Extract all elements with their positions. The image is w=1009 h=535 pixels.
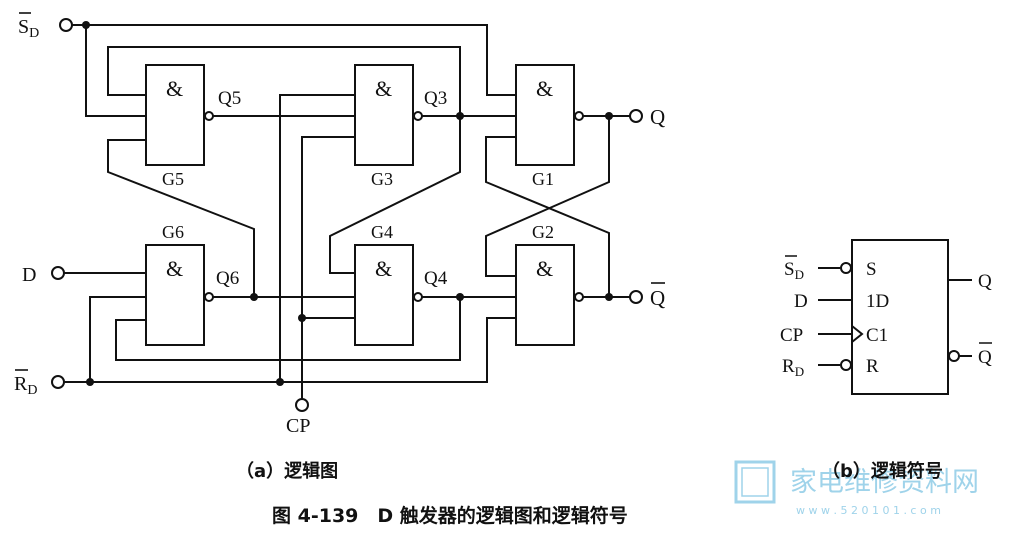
- logic-symbol-labels: SD D CP RD S 1D C1 R Q Q （b）逻辑符号: [780, 255, 992, 482]
- sd-terminal: [59, 18, 73, 32]
- watermark-url: w w w . 5 2 0 1 0 1 . c o m: [796, 504, 941, 517]
- symbol-d-label: D: [794, 291, 808, 312]
- symbol-clock-icon: [851, 325, 864, 343]
- watermark-logo-icon: [734, 460, 776, 504]
- g1-symbol: &: [536, 76, 553, 101]
- cp-terminal: [295, 398, 309, 412]
- g5-to-g6-cross: [107, 139, 255, 297]
- g2-symbol: &: [536, 256, 553, 281]
- g2-output-bubble: [574, 292, 584, 302]
- gate-g2: [515, 244, 575, 346]
- g4-output-bubble: [413, 292, 423, 302]
- logic-diagram-labels: & & & & & & G5 G3 G1 G6 G4 G2 Q5 Q3 Q6 Q…: [14, 12, 665, 482]
- watermark: 家电维修资料网 w w w . 5 2 0 1 0 1 . c o m: [734, 460, 979, 517]
- symbol-pin-r: R: [866, 356, 879, 377]
- figure-caption: 图 4-139 D 触发器的逻辑图和逻辑符号: [272, 504, 628, 527]
- gate-g6: [145, 244, 205, 346]
- qbar-label: Q: [650, 286, 665, 310]
- symbol-qbar-label: Q: [978, 347, 992, 368]
- symbol-qbar-bubble: [948, 350, 960, 362]
- cp-to-g3-wire: [301, 136, 355, 399]
- q3-label: Q3: [424, 88, 447, 109]
- g3-symbol: &: [375, 76, 392, 101]
- d-terminal: [51, 266, 65, 280]
- rd-to-g3-wire: [279, 94, 355, 382]
- symbol-pin-1d: 1D: [866, 291, 889, 312]
- logic-diagram: [51, 18, 643, 412]
- q5-label: Q5: [218, 88, 241, 109]
- q4-label: Q4: [424, 268, 448, 289]
- logic-diagram-caption: （a）逻辑图: [236, 460, 338, 482]
- q-terminal: [629, 109, 643, 123]
- g2-label: G2: [532, 222, 554, 242]
- g3-output-bubble: [413, 111, 423, 121]
- symbol-rd-bubble: [840, 359, 852, 371]
- g5-label: G5: [162, 169, 184, 189]
- g4-label: G4: [371, 222, 393, 242]
- d-label: D: [22, 264, 36, 286]
- g6-label: G6: [162, 222, 184, 242]
- rd-label: RD: [14, 373, 37, 398]
- qbar-terminal: [629, 290, 643, 304]
- g5-symbol: &: [166, 76, 183, 101]
- symbol-box: [851, 239, 949, 395]
- g1-label: G1: [532, 169, 554, 189]
- q6-label: Q6: [216, 268, 239, 289]
- g5-output-bubble: [204, 111, 214, 121]
- symbol-pin-s: S: [866, 259, 877, 280]
- symbol-sd-bubble: [840, 262, 852, 274]
- qbar-to-g1-cross: [485, 136, 610, 297]
- watermark-text: 家电维修资料网: [790, 467, 979, 498]
- symbol-pin-c1: C1: [866, 325, 888, 346]
- g3-to-g5-feedback: [107, 46, 461, 116]
- g3-label: G3: [371, 169, 393, 189]
- g4-symbol: &: [375, 256, 392, 281]
- symbol-sd-label: SD: [784, 259, 804, 282]
- g6-symbol: &: [166, 256, 183, 281]
- sd-label: SD: [18, 16, 39, 41]
- q-label: Q: [650, 105, 665, 129]
- symbol-cp-label: CP: [780, 325, 803, 346]
- symbol-diagram-caption: （b）逻辑符号: [822, 460, 943, 482]
- g1-output-bubble: [574, 111, 584, 121]
- g4-to-g6-feedback: [115, 297, 461, 361]
- rd-wire: [64, 296, 516, 383]
- symbol-q-label: Q: [978, 271, 992, 292]
- junction-dots: [82, 21, 613, 386]
- rd-terminal: [51, 375, 65, 389]
- q-to-g2-cross: [485, 116, 610, 277]
- cp-label: CP: [286, 415, 310, 437]
- g6-output-bubble: [204, 292, 214, 302]
- sd-wire: [72, 24, 516, 117]
- symbol-rd-label: RD: [782, 356, 804, 379]
- gate-g4: [354, 244, 414, 346]
- g3-to-g4-feedback: [329, 116, 461, 274]
- logic-symbol: [818, 239, 972, 395]
